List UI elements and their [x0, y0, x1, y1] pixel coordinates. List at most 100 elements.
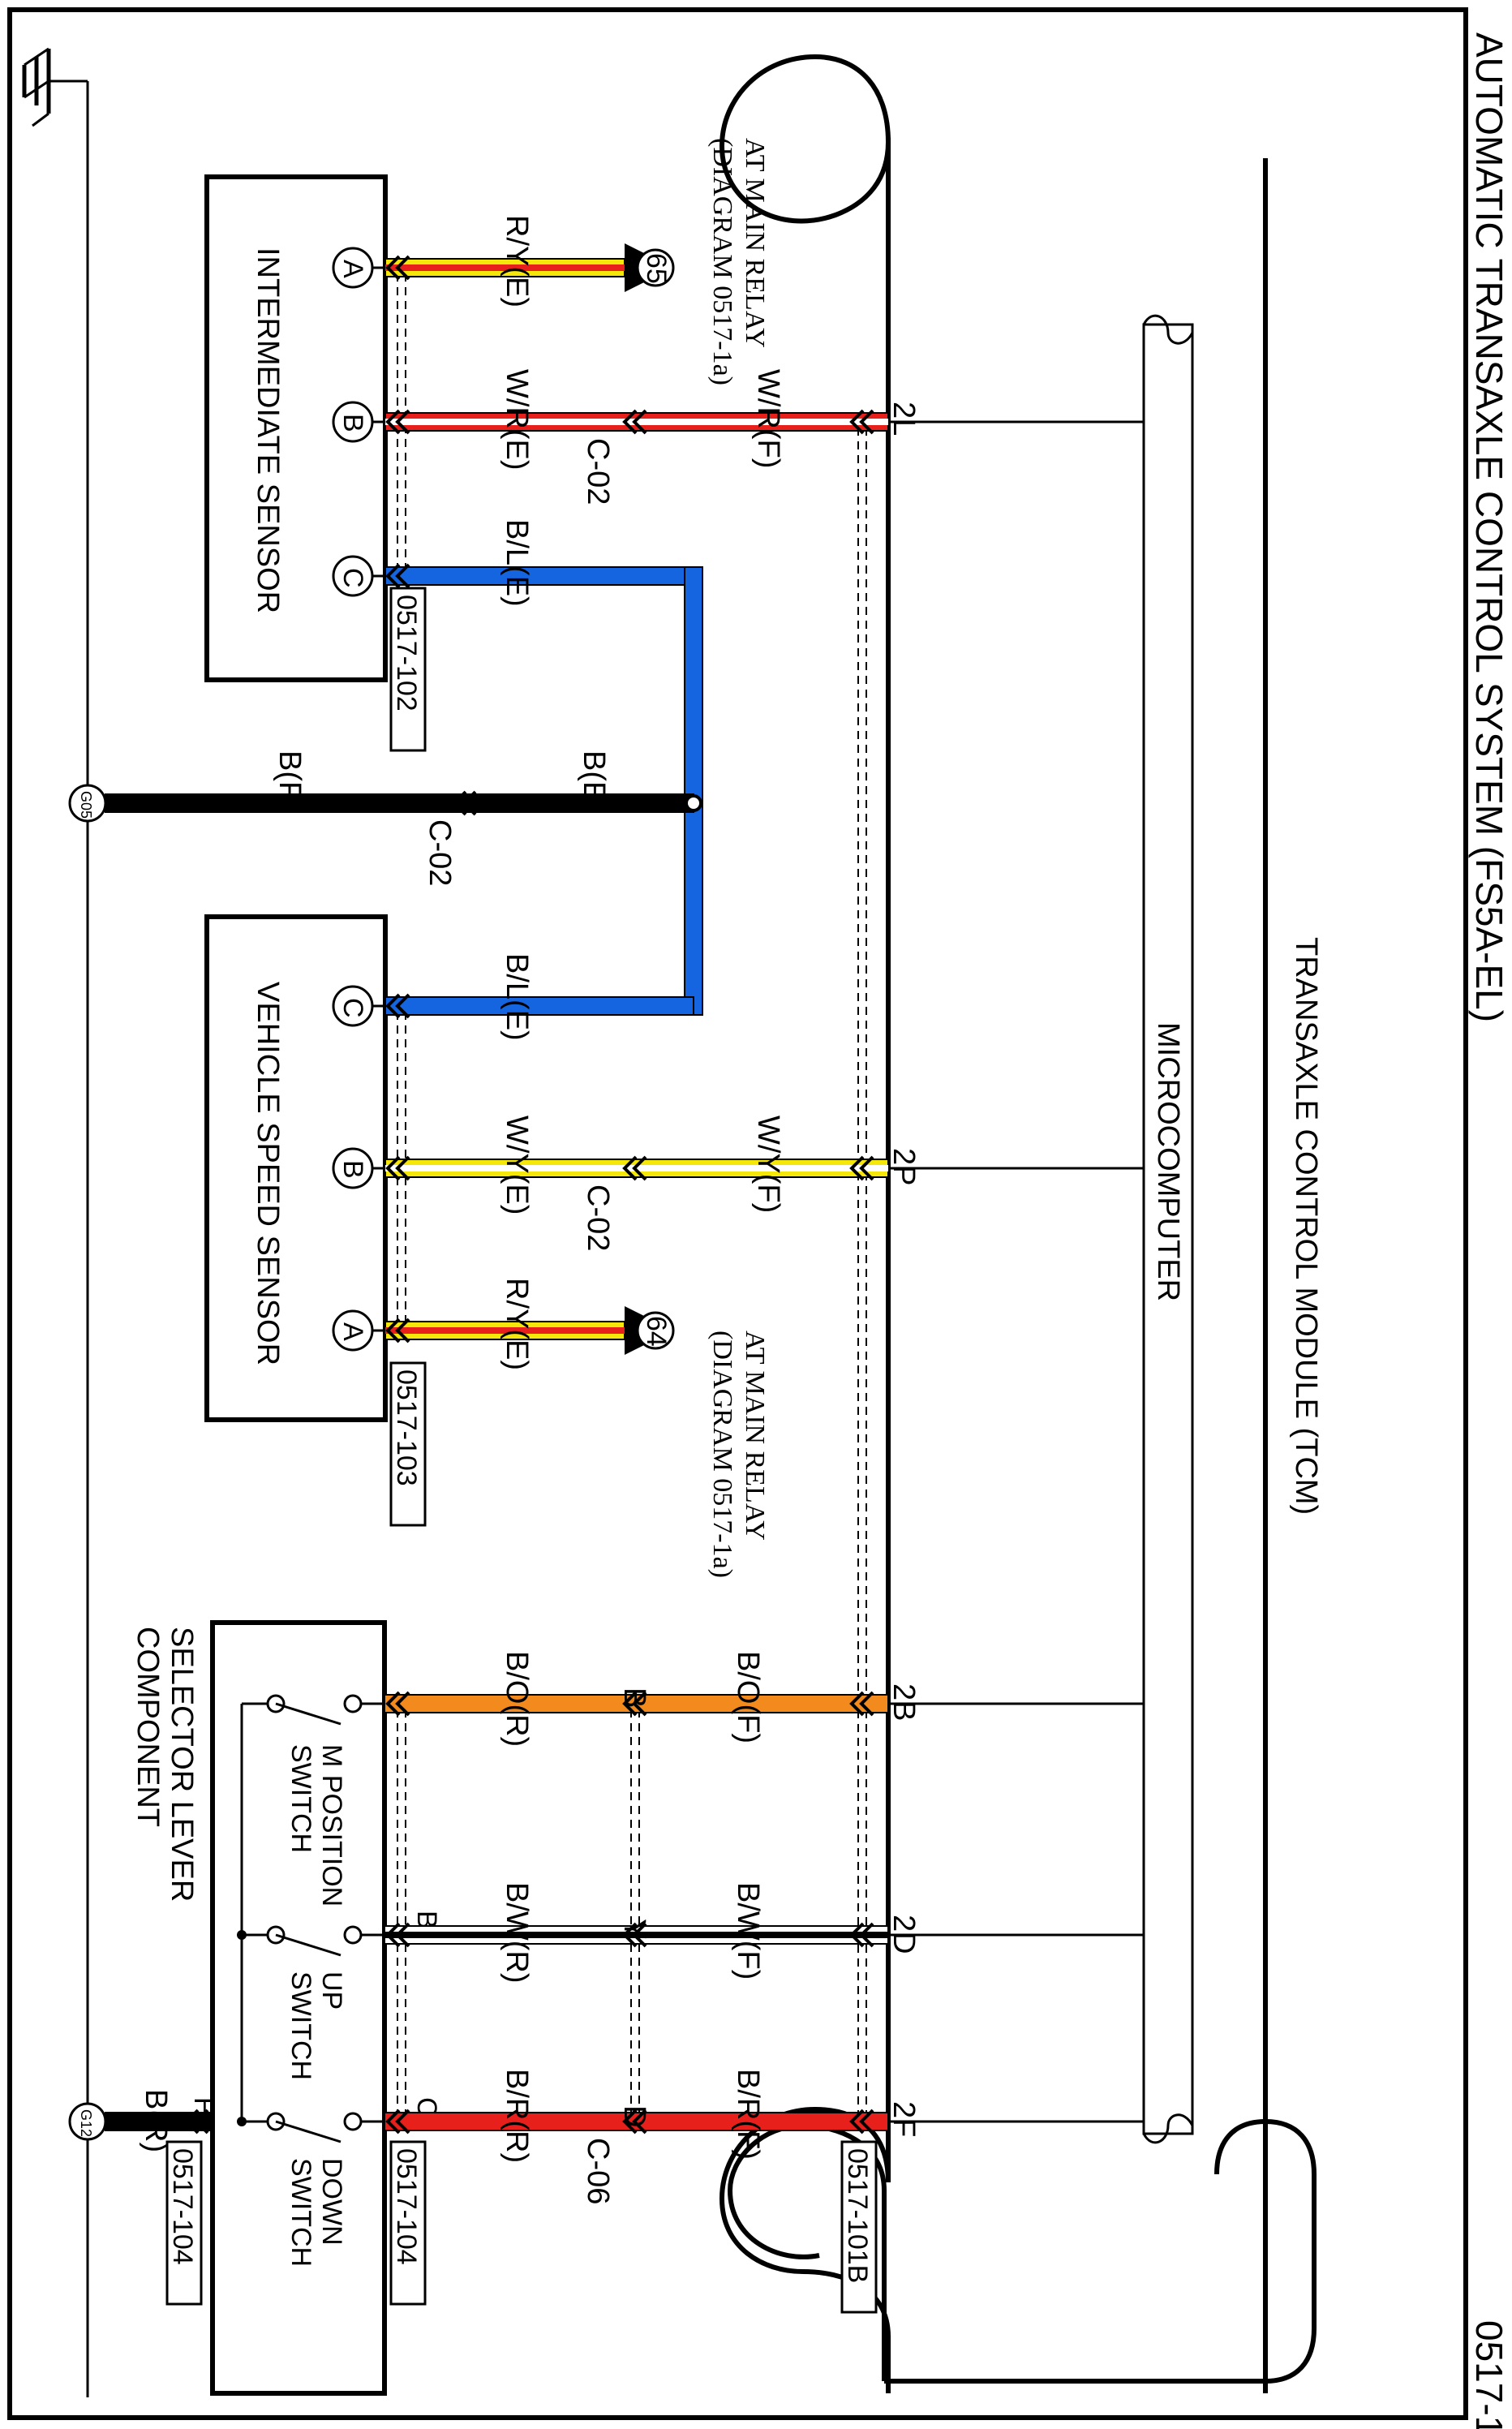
wire-label-bw-r: B/W(R): [500, 1882, 534, 1984]
relay-ref-bottom: 64 AT MAIN RELAY (DIAGRAM 0517-1a): [625, 1306, 770, 1578]
wire-label-wr-f: W/R(F): [751, 369, 785, 468]
wire-label-b-f: B(F): [273, 750, 307, 810]
chevron-c02-wy: [622, 1155, 647, 1181]
svg-text:UP: UP: [316, 1971, 347, 2010]
wire-label-br-f: B/R(F): [731, 2069, 765, 2160]
wire-label-ry-e-bottom: R/Y(E): [500, 1278, 534, 1370]
svg-text:SWITCH: SWITCH: [286, 2158, 316, 2267]
connector-chevrons: [184, 255, 874, 2135]
svg-text:65: 65: [641, 253, 672, 284]
chevron-vss-1: [385, 1155, 410, 1181]
ground-bus: [22, 47, 89, 2397]
wire-label-bl-e-bottom: B/L(E): [500, 953, 534, 1041]
connector-c02-ground: C-02: [423, 819, 457, 886]
chevron-selector-ground: [184, 2109, 209, 2135]
header: AUTOMATIC TRANSAXLE CONTROL SYSTEM (FS5A…: [1468, 32, 1510, 2429]
svg-text:0517-104: 0517-104: [391, 2148, 422, 2265]
tcm-pin-2b: 2B: [887, 1683, 921, 1721]
chevron-selector-2: [385, 2109, 410, 2135]
chevron-intermediate-0: [385, 255, 410, 281]
wire-label-wy-e: W/Y(E): [500, 1116, 534, 1214]
wire-label-ry-e-top: R/Y(E): [500, 215, 534, 307]
tcm-pin-labels: 2L 2P 2B 2D 2F: [887, 402, 921, 2137]
svg-text:B: B: [411, 1911, 442, 1929]
chevron-selector-0: [385, 1691, 410, 1717]
wire-bl-vertical: [684, 566, 703, 1016]
microcomputer-box: MICROCOMPUTER: [1142, 314, 1194, 2144]
wire-label-br-r: B/R(R): [500, 2069, 534, 2163]
tcm-label: TRANSAXLE CONTROL MODULE (TCM): [1289, 937, 1323, 1515]
chevron-intermediate-2: [385, 563, 410, 589]
wire-bl-top: [384, 566, 694, 586]
ground-g12: G12: [68, 2102, 107, 2141]
wire-label-wr-e: W/R(E): [500, 369, 534, 471]
chevron-tcm-sel-1: [849, 1922, 874, 1948]
tcm-internal-lines: [888, 420, 1144, 2123]
svg-text:B: B: [337, 1160, 368, 1179]
wire-wr: [384, 412, 889, 432]
svg-text:DOWN: DOWN: [316, 2158, 347, 2246]
relay-ref-top: 65 AT MAIN RELAY (DIAGRAM 0517-1a): [625, 138, 770, 385]
svg-text:G05: G05: [78, 791, 94, 819]
wire-label-wy-f: W/Y(F): [751, 1116, 785, 1213]
page-code: 0517-1b: [1468, 2320, 1510, 2429]
svg-text:SWITCH: SWITCH: [286, 1971, 316, 2080]
vehicle-speed-sensor: VEHICLE SPEED SENSOR C B A: [204, 914, 388, 1422]
svg-text:0517-102: 0517-102: [391, 595, 422, 712]
wire-ry-top: [384, 258, 625, 277]
blue-junction-dot: [685, 794, 702, 812]
mid-pin-y: Y: [617, 1919, 651, 1939]
chevron-tcm-sel-2: [849, 2109, 874, 2135]
tcm-outline-visible: [719, 54, 1269, 2393]
chevron-intermediate-1: [385, 409, 410, 435]
svg-text:A: A: [337, 260, 368, 278]
wire-label-bo-r: B/O(R): [500, 1651, 534, 1747]
intermediate-sensor: INTERMEDIATE SENSOR A B C: [204, 174, 388, 682]
svg-text:(DIAGRAM 0517-1a): (DIAGRAM 0517-1a): [707, 138, 737, 385]
ground-g05: G05: [68, 784, 107, 823]
connector-c02-intermediate: C-02: [581, 438, 615, 505]
vehicle-speed-sensor-label: VEHICLE SPEED SENSOR: [251, 982, 285, 1365]
svg-text:B: B: [337, 414, 368, 432]
tcm-pin-2p: 2P: [887, 1148, 921, 1185]
svg-text:(DIAGRAM 0517-1a): (DIAGRAM 0517-1a): [707, 1331, 737, 1578]
wire-label-bo-f: B/O(F): [731, 1651, 765, 1743]
tcm-connector-ref: 0517-101B: [840, 2140, 878, 2314]
chevron-c06-0: [622, 1691, 647, 1717]
chevron-tcm-2l: [849, 409, 874, 435]
svg-text:0517-101B: 0517-101B: [842, 2148, 873, 2283]
svg-text:COMPONENT: COMPONENT: [131, 1627, 165, 1827]
wire-label-bw-f: B/W(F): [731, 1882, 765, 1980]
chevron-tcm-sel-0: [849, 1691, 874, 1717]
svg-text:0517-103: 0517-103: [391, 1369, 422, 1486]
tcm-pin-2f: 2F: [887, 2101, 921, 2137]
svg-text:C: C: [337, 998, 368, 1018]
microcomputer-label: MICROCOMPUTER: [1151, 1022, 1185, 1301]
wire-label-b-r-ground: B(R): [139, 2089, 173, 2152]
svg-text:M POSITION: M POSITION: [316, 1744, 347, 1907]
svg-text:AT MAIN RELAY: AT MAIN RELAY: [740, 1331, 770, 1541]
selector-lever-connector-ref: 0517-104: [389, 2140, 427, 2306]
chevron-vss-0: [385, 993, 410, 1019]
chevron-c06-2: [622, 2109, 647, 2135]
selector-lever-component: SELECTOR LEVER COMPONENT M POSITION SWIT…: [131, 1620, 442, 2396]
svg-text:0517-104: 0517-104: [167, 2148, 198, 2265]
intermediate-sensor-connector-ref: 0517-102: [389, 587, 427, 752]
shielding-lines: [397, 260, 867, 2130]
tcm-outline-final: [722, 97, 1351, 2385]
tcm-pin-2d: 2D: [887, 1915, 921, 1954]
mid-pin-d: D: [617, 2105, 651, 2127]
wire-wy: [384, 1159, 889, 1178]
svg-text:A: A: [337, 1322, 368, 1341]
chevron-vss-2: [385, 1318, 410, 1343]
page-title: AUTOMATIC TRANSAXLE CONTROL SYSTEM (FS5A…: [1468, 32, 1510, 1022]
wire-bl-bottom: [384, 996, 694, 1016]
svg-text:SWITCH: SWITCH: [286, 1744, 316, 1853]
vehicle-speed-sensor-connector-ref: 0517-103: [389, 1361, 427, 1527]
intermediate-sensor-label: INTERMEDIATE SENSOR: [251, 247, 285, 613]
page-frame: [7, 7, 1468, 2420]
chevron-c06-1: [622, 1922, 647, 1948]
connector-c02-speed: C-02: [581, 1184, 615, 1251]
svg-text:C: C: [337, 568, 368, 588]
